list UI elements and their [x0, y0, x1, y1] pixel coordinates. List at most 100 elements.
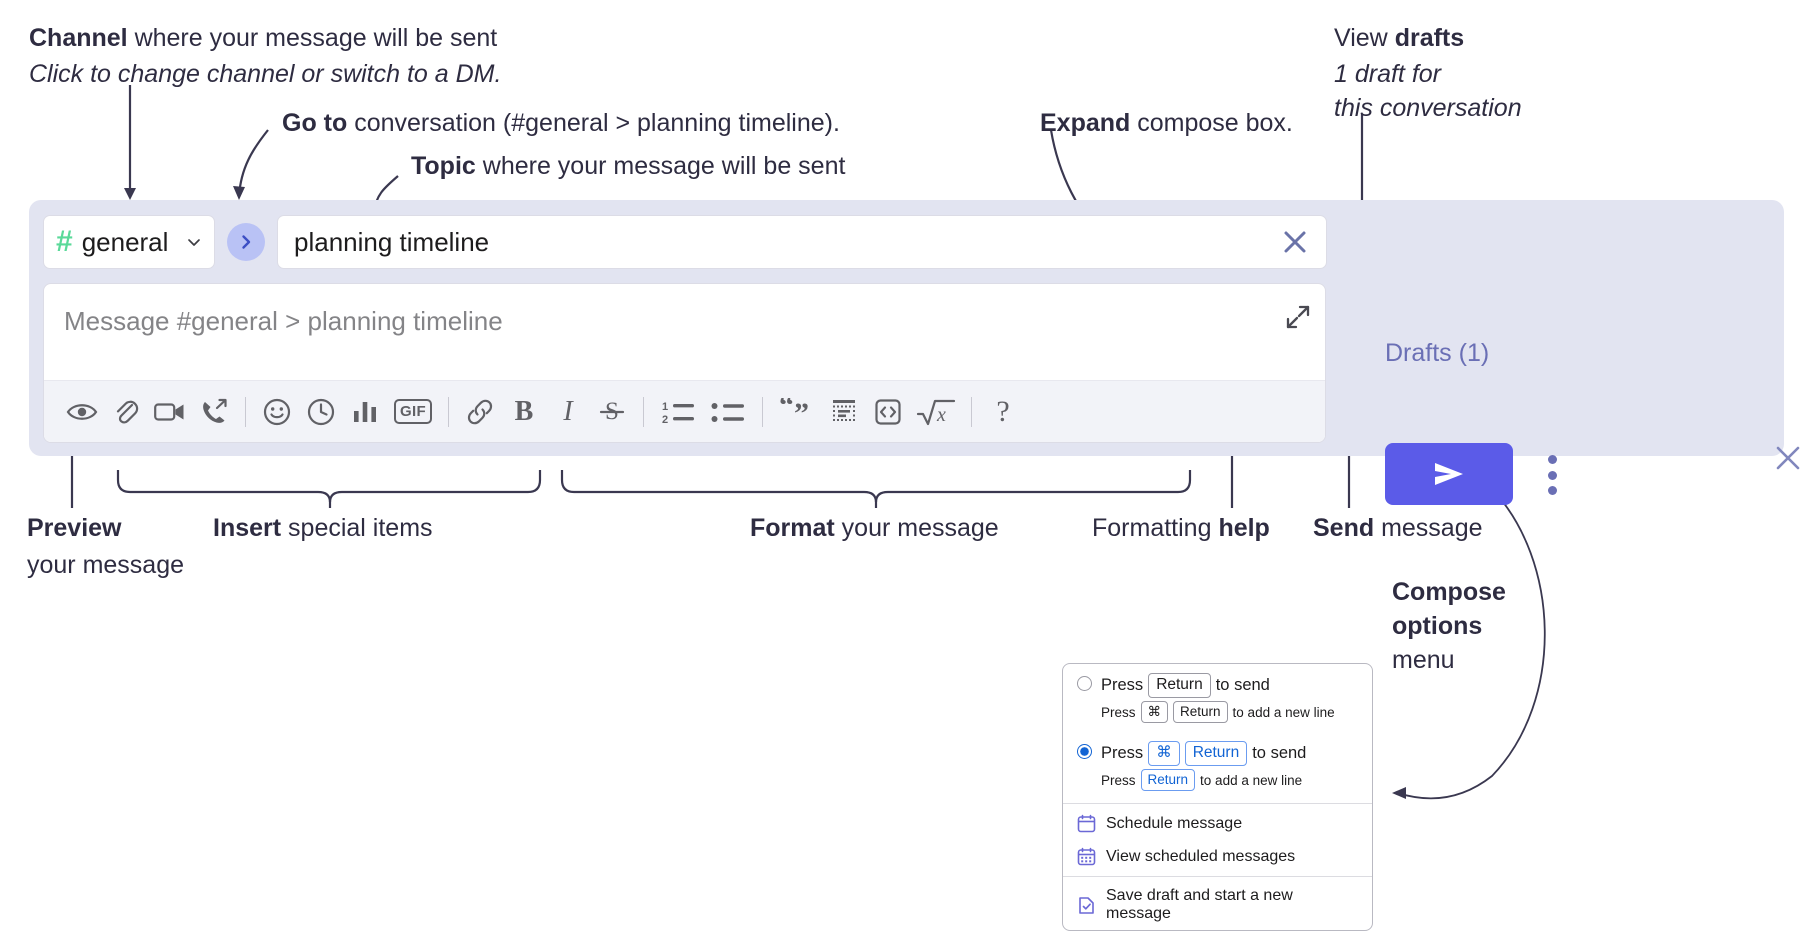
compose-options-menu: Press Return to send Press ⌘ Return to a… — [1062, 663, 1373, 932]
annotation-goto-bold: Go to — [282, 109, 348, 137]
annotation-drafts-plain: View — [1334, 24, 1395, 52]
annotation-compose-bold1: Compose — [1392, 578, 1506, 606]
bulleted-list-icon[interactable] — [703, 390, 753, 434]
annotation-formatting-help: Formatting help — [1092, 512, 1270, 544]
preview-icon[interactable] — [60, 390, 104, 434]
calendar-icon — [1077, 814, 1096, 833]
annotation-compose-options: Compose options menu — [1392, 576, 1506, 676]
math-icon[interactable]: x — [910, 390, 962, 434]
menu-item-view-scheduled-messages[interactable]: View scheduled messages — [1063, 840, 1372, 873]
annotation-topic-rest: where your message will be sent — [475, 152, 846, 180]
compose-options-button[interactable] — [1541, 455, 1563, 495]
code-block-icon[interactable] — [822, 390, 866, 434]
send-option-cmd-return-hint: Press Return to add a new line — [1063, 766, 1372, 800]
annotation-drafts-italic2: this conversation — [1334, 94, 1522, 122]
compose-panel: # general planning timeline Message #gen… — [29, 200, 1800, 470]
dot — [1547, 486, 1557, 495]
menu-item-schedule-message[interactable]: Schedule message — [1063, 807, 1372, 840]
opt2-suffix: to send — [1252, 744, 1307, 763]
close-panel-icon[interactable] — [1773, 443, 1803, 473]
svg-text:x: x — [936, 404, 946, 426]
go-to-conversation-button[interactable] — [227, 223, 265, 261]
annotation-help-plain: Formatting — [1092, 514, 1219, 542]
poll-icon[interactable] — [343, 390, 387, 434]
key-return: Return — [1173, 700, 1228, 724]
message-compose-box[interactable]: Message #general > planning timeline — [43, 283, 1326, 443]
annotation-expand: Expand compose box. — [1040, 107, 1293, 139]
send-button[interactable] — [1385, 443, 1513, 505]
channel-selector-button[interactable]: # general — [43, 215, 215, 269]
chevron-down-icon — [188, 239, 200, 246]
strikethrough-icon[interactable]: S — [590, 390, 634, 434]
annotation-drafts-italic1: 1 draft for — [1334, 60, 1441, 88]
annotation-insert: Insert special items — [213, 512, 433, 544]
toolbar-divider — [448, 396, 449, 427]
blockquote-icon[interactable]: “” — [772, 390, 822, 434]
annotation-compose-bold2: options — [1392, 612, 1483, 640]
annotation-insert-rest: special items — [281, 514, 433, 542]
help-label: ? — [996, 394, 1010, 428]
annotation-insert-bold: Insert — [213, 514, 282, 542]
hash-icon: # — [56, 225, 73, 258]
opt1-prefix: Press — [1101, 675, 1144, 694]
attachment-icon[interactable] — [104, 390, 148, 434]
annotation-channel: Channel where your message will be sent … — [29, 22, 501, 90]
key-return: Return — [1184, 741, 1248, 767]
annotation-compose-rest: menu — [1392, 646, 1455, 674]
emoji-icon[interactable] — [255, 390, 299, 434]
annotation-goto: Go to conversation (#general > planning … — [282, 107, 840, 139]
annotation-preview-bold: Preview — [27, 514, 122, 542]
annotation-preview-rest: your message — [27, 551, 185, 579]
topic-value: planning timeline — [294, 226, 490, 257]
menu-divider — [1063, 876, 1372, 878]
message-placeholder: Message #general > planning timeline — [64, 306, 503, 336]
draft-check-icon — [1079, 896, 1094, 914]
annotation-send: Send message — [1313, 512, 1483, 544]
svg-text:“: “ — [779, 398, 794, 422]
annotation-expand-rest: compose box. — [1130, 109, 1293, 137]
opt2-sub-prefix: Press — [1101, 772, 1136, 788]
send-icon — [1435, 463, 1463, 485]
radio-button-selected[interactable] — [1077, 744, 1092, 760]
annotation-send-rest: message — [1374, 514, 1483, 542]
send-option-return[interactable]: Press Return to send — [1063, 664, 1372, 698]
italic-icon[interactable]: I — [546, 390, 590, 434]
formatting-help-icon[interactable]: ? — [981, 390, 1025, 434]
close-icon[interactable] — [1280, 227, 1310, 257]
annotation-goto-rest: conversation (#general > planning timeli… — [347, 109, 840, 137]
opt2-sub-suffix: to add a new line — [1200, 772, 1303, 788]
opt1-sub-suffix: to add a new line — [1232, 704, 1335, 720]
menu-item-label: Schedule message — [1106, 814, 1243, 832]
send-option-cmd-return[interactable]: Press ⌘ Return to send — [1063, 732, 1372, 767]
menu-item-label: Save draft and start a new message — [1106, 887, 1293, 923]
clock-icon[interactable] — [299, 390, 343, 434]
annotation-topic: Topic where your message will be sent — [411, 150, 845, 182]
annotation-expand-bold: Expand — [1040, 109, 1131, 137]
audio-call-icon[interactable] — [192, 390, 236, 434]
opt2-prefix: Press — [1101, 744, 1144, 763]
send-option-cmd-return-label: Press ⌘ Return to send — [1101, 741, 1307, 767]
gif-icon[interactable]: GIF — [387, 390, 439, 434]
key-command: ⌘ — [1148, 741, 1180, 767]
annotation-drafts-bold: drafts — [1394, 24, 1465, 52]
annotation-topic-bold: Topic — [411, 152, 476, 180]
annotation-format-bold: Format — [750, 514, 835, 542]
annotation-help-bold: help — [1218, 514, 1270, 542]
svg-text:”: ” — [794, 398, 809, 426]
toolbar-divider — [245, 396, 246, 427]
expand-icon[interactable] — [1285, 304, 1311, 330]
annotation-channel-bold: Channel — [29, 24, 128, 52]
code-icon[interactable] — [866, 390, 910, 434]
video-icon[interactable] — [148, 390, 192, 434]
drafts-link[interactable]: Drafts (1) — [1385, 339, 1490, 367]
menu-item-save-draft[interactable]: Save draft and start a new message — [1063, 880, 1372, 930]
topic-input[interactable]: planning timeline — [277, 215, 1327, 269]
annotation-format-rest: your message — [834, 514, 999, 542]
link-icon[interactable] — [458, 390, 502, 434]
radio-button[interactable] — [1077, 676, 1092, 691]
channel-name-label: general — [81, 226, 169, 257]
bold-icon[interactable]: B — [502, 390, 546, 434]
annotation-channel-rest: where your message will be sent — [127, 24, 498, 52]
